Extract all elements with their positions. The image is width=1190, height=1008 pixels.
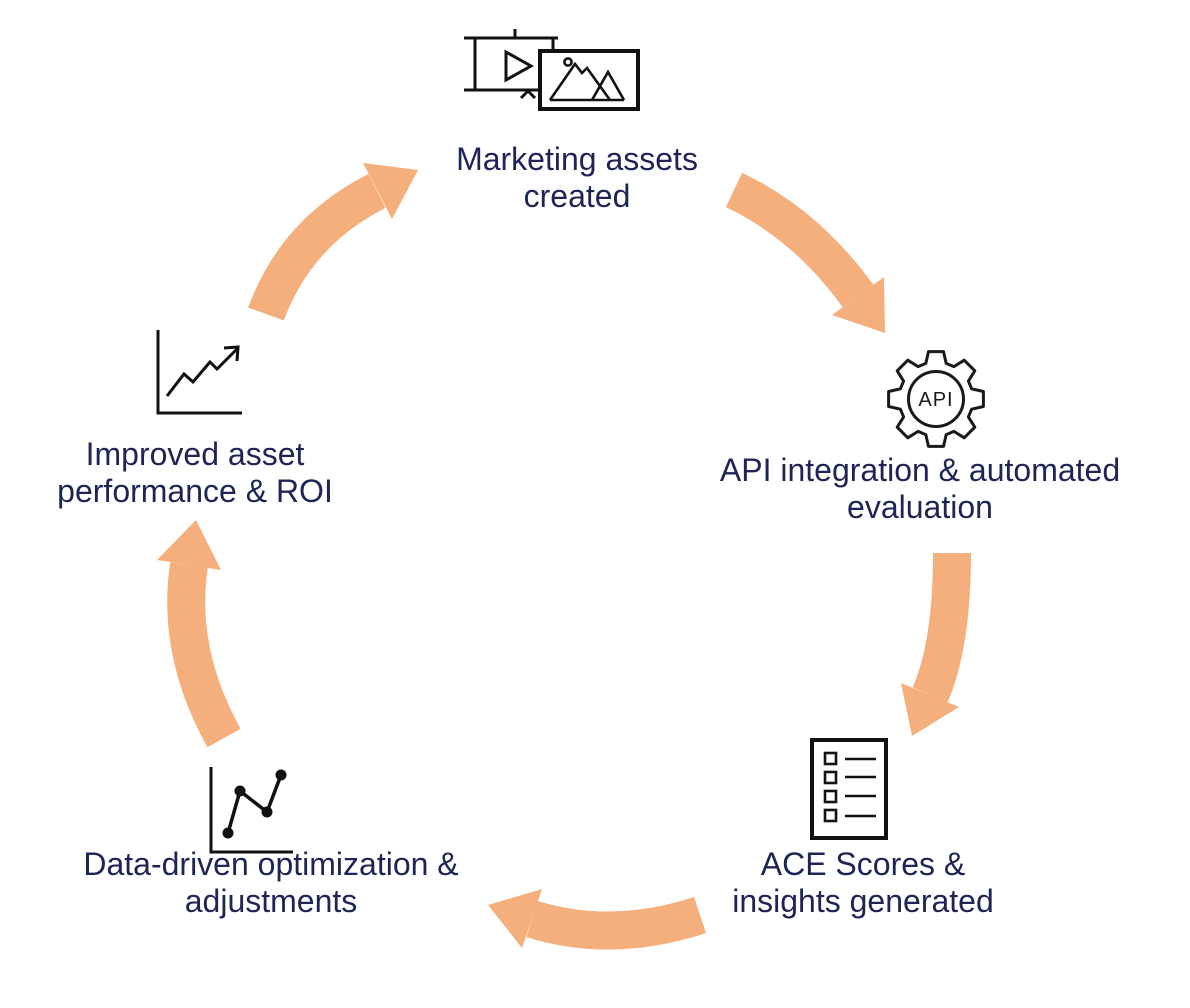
label-marketing-line2: created — [523, 178, 631, 214]
label-marketing: Marketing assets created — [456, 141, 698, 215]
label-roi: Improved asset performance & ROI — [57, 436, 333, 510]
arrow-data-to-roi — [157, 520, 241, 748]
label-api-line2: evaluation — [847, 489, 993, 525]
line-chart-icon — [209, 767, 293, 854]
label-marketing-line1: Marketing assets — [456, 141, 698, 177]
label-data-line1: Data-driven optimization & — [83, 846, 459, 882]
api-gear-text: API — [918, 389, 953, 411]
label-ace-line1: ACE Scores & — [760, 846, 966, 882]
arrow-marketing-to-api — [725, 172, 885, 333]
checklist-icon — [810, 738, 888, 840]
arrow-ace-to-data — [488, 889, 706, 950]
api-gear-icon: API — [887, 350, 985, 448]
label-data: Data-driven optimization & adjustments — [83, 846, 458, 920]
growth-chart-icon — [156, 330, 242, 415]
label-roi-line2: performance & ROI — [57, 473, 333, 509]
arrow-roi-to-marketing — [248, 163, 418, 321]
label-roi-line1: Improved asset — [85, 436, 305, 472]
label-data-line2: adjustments — [184, 883, 358, 919]
label-api: API integration & automated evaluation — [720, 452, 1120, 526]
label-ace-line2: insights generated — [732, 883, 994, 919]
label-api-line1: API integration & automated — [719, 452, 1121, 488]
label-ace: ACE Scores & insights generated — [732, 846, 994, 920]
video-image-icon — [464, 29, 640, 111]
arrow-api-to-ace — [901, 552, 971, 736]
